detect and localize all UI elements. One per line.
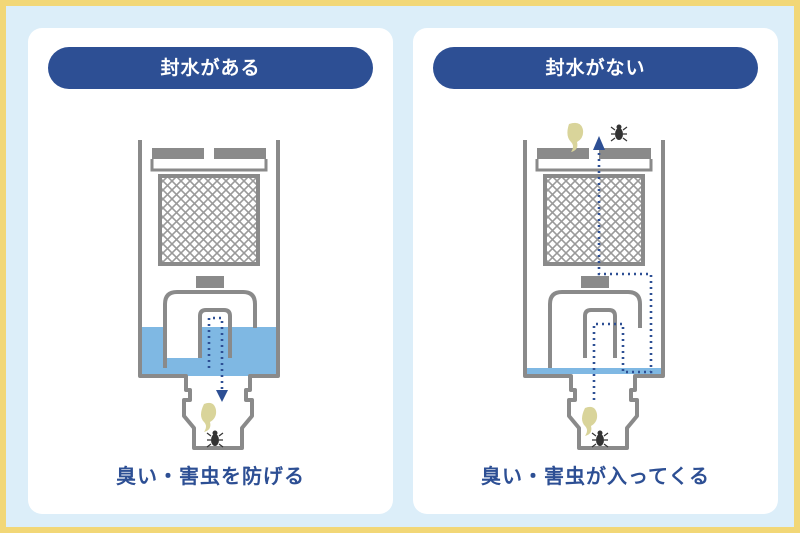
strainer-basket [543, 174, 645, 266]
panel-caption: 臭い・害虫を防げる [116, 464, 305, 488]
drain-lid-right [214, 148, 266, 159]
blocked-flow-path [207, 316, 224, 394]
strainer-basket [158, 174, 260, 266]
bug-icon-top [610, 124, 628, 142]
odor-icon [201, 402, 217, 432]
trap-body [523, 140, 665, 450]
bug-icon-bottom [591, 430, 609, 448]
trap-bell [163, 290, 257, 368]
water-seal [142, 327, 276, 376]
trap-bell [548, 290, 642, 368]
residual-water [527, 368, 661, 374]
odor-icon-bottom [582, 406, 598, 436]
trap-cap [581, 276, 609, 288]
drain-lid-left [152, 148, 204, 159]
upward-arrowhead [593, 136, 605, 150]
trap-diagram-sealed [138, 140, 280, 450]
trap-body [138, 140, 280, 450]
panel-with-water-seal: 封水がある [28, 28, 393, 514]
panel-caption: 臭い・害虫が入ってくる [481, 464, 710, 488]
trap-cap [196, 276, 224, 288]
drain-lid-left [537, 148, 589, 159]
trap-diagram-unsealed [523, 122, 665, 450]
odor-icon-top [567, 122, 584, 152]
drain-lid-right [599, 148, 651, 159]
blocked-arrowhead [216, 390, 228, 402]
panel-title: 封水がある [48, 47, 373, 89]
bug-icon [206, 430, 224, 448]
panel-title: 封水がない [433, 47, 758, 89]
panel-without-water-seal: 封水がない [413, 28, 778, 514]
